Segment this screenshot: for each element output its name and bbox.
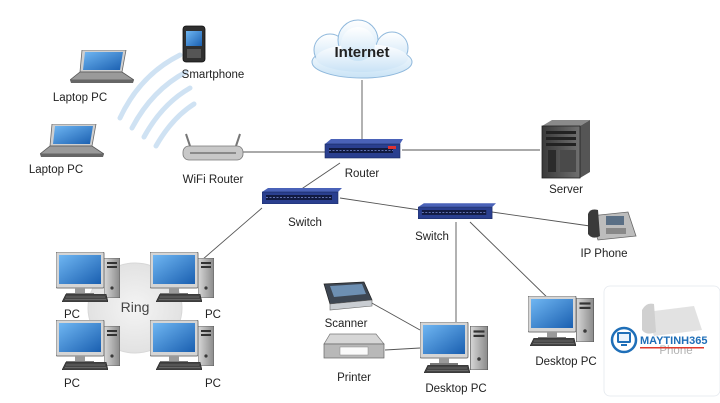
pc-bottom-left-label: PC [64, 378, 80, 390]
laptop-bottom-device [40, 124, 104, 158]
laptop-top-label: Laptop PC [53, 92, 107, 104]
server-label: Server [549, 184, 583, 196]
router-label: Router [345, 168, 380, 180]
link-switch-right-ipphone [491, 211, 591, 227]
smartphone-device [182, 25, 206, 63]
brand-logo-icon [610, 326, 638, 354]
switch-right-label: Switch [415, 231, 449, 243]
pc-bottom-right-label: PC [205, 378, 221, 390]
pc-top-right-label: PC [205, 309, 221, 321]
watermark-brand-name: MAYTINH365 [640, 335, 707, 347]
ring-pc-bottom-right [150, 320, 214, 370]
desktop-pc-right-label: Desktop PC [535, 356, 596, 368]
link-printer-desktop [384, 347, 421, 351]
wifi-router-device [182, 133, 244, 161]
watermark-brand: MAYTINH365 [640, 335, 707, 347]
router-device [324, 139, 403, 159]
link-router-switch-left [299, 162, 341, 191]
ring-pc-bottom-left [56, 320, 120, 370]
printer-label: Printer [337, 372, 371, 384]
connection-lines [194, 80, 591, 351]
desktop-pc-label: Desktop PC [425, 383, 486, 395]
watermark-logo: Phone MAYTINH365 [603, 285, 720, 397]
desktop-pc-device [420, 322, 488, 373]
switch-left-device [262, 188, 342, 204]
internet-cloud [311, 19, 413, 79]
server-device [541, 120, 590, 179]
link-switch-right-desktop-right [469, 221, 556, 306]
link-switch-left-switch-right [339, 197, 421, 211]
link-scanner-desktop [369, 301, 421, 331]
wifi-signal-arcs [117, 52, 197, 149]
link-switch-left-ring [194, 207, 263, 267]
switch-left-label: Switch [288, 217, 322, 229]
internet-label: Internet [334, 44, 389, 61]
ip-phone-label: IP Phone [580, 248, 627, 260]
ring-pc-top-left [56, 252, 120, 302]
pc-top-left-label: PC [64, 309, 80, 321]
ip-phone-device [588, 209, 637, 241]
wifi-router-label: WiFi Router [183, 174, 244, 186]
printer-device [323, 333, 385, 359]
laptop-top-device [70, 50, 134, 84]
laptop-bottom-label: Laptop PC [29, 164, 83, 176]
ring-label: Ring [121, 299, 150, 315]
scanner-device [323, 281, 373, 311]
smartphone-label: Smartphone [182, 69, 245, 81]
desktop-pc-right-device [528, 296, 594, 346]
ring-pc-top-right [150, 252, 214, 302]
scanner-label: Scanner [325, 318, 368, 330]
switch-right-device [418, 203, 496, 219]
